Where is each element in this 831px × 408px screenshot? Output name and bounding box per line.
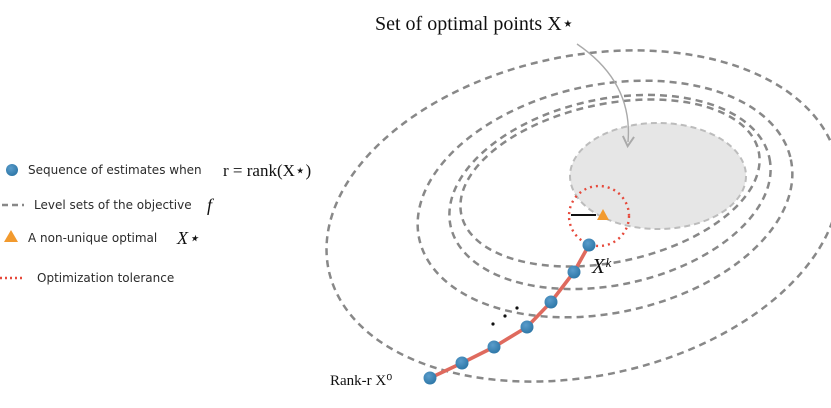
iterate-label: Xᵏ bbox=[591, 254, 612, 278]
estimate-point bbox=[423, 371, 437, 385]
optimal-set-title: Set of optimal points X⋆ bbox=[375, 13, 574, 35]
estimate-point bbox=[582, 238, 596, 252]
legend: Sequence of estimates when r = rank(X⋆) … bbox=[0, 161, 311, 285]
legend-math-level-sets: f bbox=[207, 195, 215, 215]
start-label: Rank-r X⁰ bbox=[330, 373, 392, 389]
ellipsis-dots bbox=[491, 306, 519, 326]
triangle-icon bbox=[4, 230, 18, 242]
estimate-point bbox=[544, 295, 558, 309]
estimate-point bbox=[487, 340, 501, 354]
optimal-set-region bbox=[569, 122, 747, 230]
legend-label-optimal: A non-unique optimal bbox=[28, 231, 157, 245]
legend-label-tolerance: Optimization tolerance bbox=[37, 271, 174, 285]
estimate-point bbox=[455, 356, 469, 370]
estimate-point bbox=[520, 320, 534, 334]
optimal-set-arrow bbox=[576, 43, 635, 149]
level-set-outer bbox=[325, 49, 831, 383]
estimate-marker-icon bbox=[6, 164, 18, 176]
level-set-third bbox=[448, 93, 772, 291]
optimal-triangle bbox=[597, 209, 609, 220]
legend-math-optimal: X⋆ bbox=[176, 228, 199, 248]
legend-entry-level-sets: Level sets of the objective f bbox=[2, 195, 215, 215]
level-sets bbox=[325, 49, 831, 383]
level-set-inner bbox=[459, 98, 761, 268]
estimate-points bbox=[423, 238, 596, 385]
legend-label-level-sets: Level sets of the objective bbox=[34, 198, 192, 212]
legend-math-estimates: r = rank(X⋆) bbox=[223, 161, 311, 180]
tolerance-circle bbox=[567, 184, 631, 248]
legend-entry-tolerance: Optimization tolerance bbox=[0, 271, 174, 285]
legend-label-estimates: Sequence of estimates when bbox=[28, 163, 202, 177]
estimate-point bbox=[567, 265, 581, 279]
legend-entry-estimates: Sequence of estimates when r = rank(X⋆) bbox=[6, 161, 311, 180]
legend-entry-optimal: A non-unique optimal X⋆ bbox=[4, 228, 199, 248]
level-set-second bbox=[416, 79, 794, 319]
